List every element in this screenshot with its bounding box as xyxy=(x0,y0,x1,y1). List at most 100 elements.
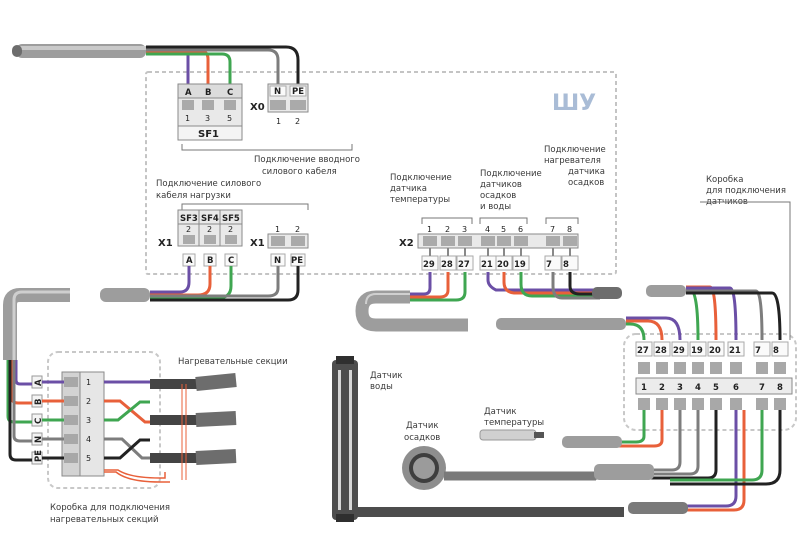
x1-pe: PE xyxy=(291,256,303,266)
caption-input-line-2: силового кабеля xyxy=(262,167,337,177)
x1-label: X1 xyxy=(158,238,173,249)
sf3-sf5-breakers: SF3 SF4 SF5 2 2 2 A B C xyxy=(177,209,243,267)
x2-bottom-tag: 29 xyxy=(423,260,435,270)
temp-sensor-cable xyxy=(355,290,468,332)
sf3-label: SF3 xyxy=(180,214,198,224)
x2-top-num: 2 xyxy=(445,225,450,234)
sensor-box-terminal: 6 xyxy=(733,383,739,393)
sf1-num-3: 3 xyxy=(205,114,210,123)
caption-load-line-2: кабеля нагрузки xyxy=(156,191,231,201)
temp-sensor-caption-1: Датчик xyxy=(484,407,516,417)
load-phase-b: B xyxy=(207,256,213,266)
x2-bottom-tag: 7 xyxy=(546,260,552,270)
caption-input-line-1: Подключение вводного xyxy=(254,155,360,165)
caption-rain-line-2: датчиков xyxy=(480,180,522,190)
x2-bottom-tag: 19 xyxy=(514,260,526,270)
x0-label: X0 xyxy=(250,102,265,113)
x2-top-num: 1 xyxy=(427,225,432,234)
x2-top-num: 8 xyxy=(567,225,572,234)
x0-pe: PE xyxy=(292,87,304,97)
sensor-box-terminal: 4 xyxy=(695,383,701,393)
caption-rain-line-3: осадков xyxy=(480,191,516,201)
heating-box-terminal-num: 2 xyxy=(86,397,91,406)
sensor-box-caption-1: Коробка xyxy=(706,175,743,185)
caption-temp-line-3: температуры xyxy=(390,195,450,205)
sensor-cable-b xyxy=(496,318,626,330)
caption-heat-line-2: нагревателя xyxy=(544,156,601,166)
sensor-box-bottom-wires xyxy=(596,410,782,512)
sf1-phase-a: A xyxy=(185,88,192,98)
sf1-phase-c: C xyxy=(227,88,233,98)
sensor-box-top-tag: 19 xyxy=(691,346,703,356)
caption-heat-line-4: осадков xyxy=(568,178,604,188)
heating-box-terminal-num: 4 xyxy=(86,435,91,444)
sf5-label: SF5 xyxy=(222,214,240,224)
sf1-num-5: 5 xyxy=(227,114,232,123)
x2-top-num: 7 xyxy=(550,225,555,234)
caption-temp-line-2: датчика xyxy=(390,184,427,194)
heating-box-outline xyxy=(47,351,161,489)
x2-bottom-tag: 27 xyxy=(458,260,470,270)
sensor-box-top-tag: 29 xyxy=(673,346,685,356)
heating-box-caption-1: Коробка для подключения xyxy=(50,503,170,513)
sensor-cable-c xyxy=(646,285,686,297)
caption-heat-line-3: датчика xyxy=(568,167,605,177)
x1b-label: X1 xyxy=(250,238,265,249)
sf1-breaker: A B C 1 3 5 SF1 xyxy=(177,83,243,141)
sensor-box-terminal: 8 xyxy=(777,383,783,393)
temp-sensor-caption-2: температуры xyxy=(484,418,544,428)
x1-num-1: 1 xyxy=(275,225,280,234)
heating-box-phase-label: A xyxy=(34,379,44,386)
sensor-box-top-tag: 20 xyxy=(709,346,721,356)
sf4-sub: 2 xyxy=(207,225,212,234)
x0-num-1: 1 xyxy=(276,117,281,126)
sensor-box-top-tag: 28 xyxy=(655,346,667,356)
sensor-cable-a xyxy=(592,287,622,299)
rain-sensor-caption-2: осадков xyxy=(404,433,440,443)
sf1-label: SF1 xyxy=(198,129,219,140)
sensor-box-top-tag: 8 xyxy=(773,346,779,356)
water-sensor-caption-1: Датчик xyxy=(370,371,402,381)
load-cable xyxy=(3,288,150,360)
heating-sections-caption: Нагревательные секции xyxy=(178,357,288,367)
rain-sensor xyxy=(402,446,596,490)
sensor-box-top-tag: 7 xyxy=(755,346,761,356)
heating-box-terminal-num: 3 xyxy=(86,416,91,425)
x2-top-num: 3 xyxy=(462,225,467,234)
sensor-box-top-tag: 27 xyxy=(637,346,649,356)
rain-sensor-caption-1: Датчик xyxy=(406,421,438,431)
temperature-sensor xyxy=(479,429,544,441)
x1-num-2: 2 xyxy=(295,225,300,234)
heating-box-inner-wires xyxy=(104,380,170,483)
x2-top-num: 6 xyxy=(518,225,523,234)
heating-box-phase-label: C xyxy=(34,418,44,424)
water-sensor xyxy=(332,356,624,522)
sensor-box-terminal: 1 xyxy=(641,383,647,393)
x2-bottom-tag: 28 xyxy=(441,260,453,270)
caption-heat-line-1: Подключение xyxy=(544,145,606,155)
heating-box-phase-wires xyxy=(6,360,32,462)
sensor-box-top-wires xyxy=(626,285,782,341)
water-cable xyxy=(628,502,688,514)
x0-n: N xyxy=(274,87,281,97)
caption-rain-line-1: Подключение xyxy=(480,169,542,179)
caption-load-line-1: Подключение силового xyxy=(156,179,261,189)
x2-bottom-tag: 8 xyxy=(563,260,569,270)
x0-num-2: 2 xyxy=(295,117,300,126)
heating-box-caption-2: нагревательных секций xyxy=(50,515,159,525)
x2-wires xyxy=(410,272,600,302)
heating-box-terminal-num: 1 xyxy=(86,378,91,387)
sf3-sub: 2 xyxy=(186,225,191,234)
heating-section-cables xyxy=(150,373,237,480)
sensor-box-terminal: 2 xyxy=(659,383,665,393)
sf1-phase-b: B xyxy=(205,88,211,98)
